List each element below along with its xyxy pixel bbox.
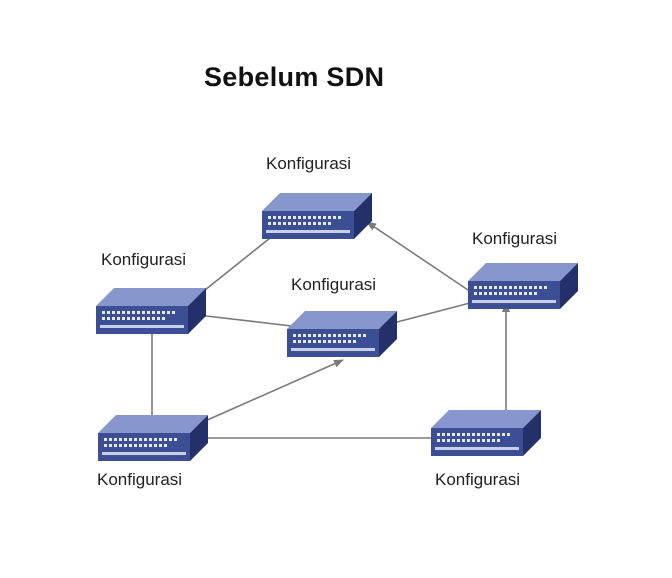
diagram-title: Sebelum SDN [204, 62, 385, 92]
node-label-top: Konfigurasi [266, 154, 352, 173]
network-switch-icon-left [96, 288, 206, 334]
node-label-left: Konfigurasi [101, 250, 187, 269]
network-switch-icon-bottom-left [98, 415, 208, 461]
node-label-bottom-left: Konfigurasi [97, 470, 183, 489]
node-label-bottom-right: Konfigurasi [435, 470, 521, 489]
node-label-center: Konfigurasi [291, 275, 377, 294]
network-switch-icon-bottom-right [431, 410, 541, 456]
link-right-to-top [366, 221, 469, 291]
network-switch-icon-center [287, 311, 397, 357]
network-switch-icon-right [468, 263, 578, 309]
network-switch-icon-top [262, 193, 372, 239]
node-label-right: Konfigurasi [472, 229, 558, 248]
